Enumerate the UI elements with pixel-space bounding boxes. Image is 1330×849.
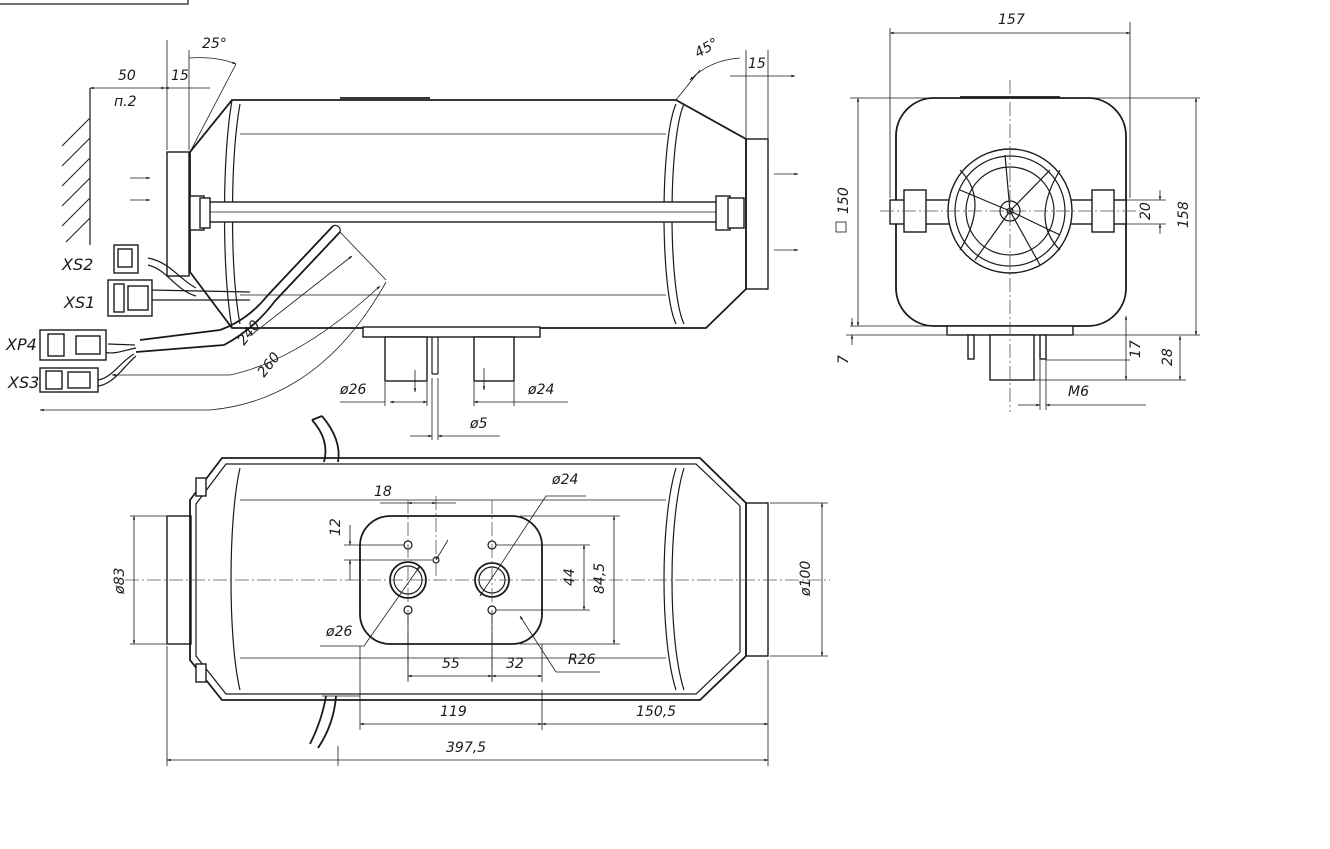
title-block-fragment: [0, 0, 189, 5]
bottom-body: [189, 457, 747, 701]
fan-grille: [947, 148, 1073, 274]
dim-base-7: 7: [836, 355, 852, 364]
dim-32: 32: [506, 656, 524, 672]
side-view: 50 п.2 15 25° 45° 15 240 260 ø26 ø24 ø5 …: [5, 35, 799, 440]
dim-12: 12: [328, 518, 344, 536]
connector-xp4: [39, 329, 107, 361]
left-flange: [166, 151, 190, 277]
dim-d5: ø5: [469, 416, 488, 432]
dim-150-5: 150,5: [636, 704, 676, 720]
dim-d100: ø100: [798, 561, 814, 597]
dim-d24-bottom: ø24: [551, 472, 578, 488]
label-xs3: XS3: [7, 373, 39, 392]
dim-thread-m6: M6: [1068, 384, 1089, 400]
mounting-plate: [362, 326, 541, 338]
exhaust-pipe: [384, 336, 428, 382]
dim-55: 55: [442, 656, 460, 672]
dim-d26: ø26: [339, 382, 366, 398]
dim-angle-right: 45°: [692, 35, 722, 61]
connector-xs1: [107, 279, 153, 317]
dim-pipe-240: 240: [235, 317, 264, 348]
end-view: 157 150 158 20 7 17 28 M6: [835, 12, 1200, 412]
dim-18: 18: [374, 484, 392, 500]
dim-width-157: 157: [998, 12, 1025, 28]
dim-pipe-260: 260: [255, 349, 284, 380]
dim-397-5: 397,5: [446, 740, 486, 756]
dim-note: п.2: [114, 94, 137, 110]
square-symbol: [835, 221, 847, 233]
label-xs2: XS2: [61, 255, 93, 274]
dim-angle-left: 25°: [202, 36, 227, 52]
dim-clamp-20: 20: [1138, 202, 1154, 220]
dim-height-158: 158: [1176, 201, 1192, 228]
connector-xs2: [113, 244, 139, 274]
tie-rod: [189, 195, 745, 231]
label-xs1: XS1: [63, 293, 95, 312]
right-flange: [745, 138, 769, 290]
bottom-plate: [359, 515, 543, 645]
dim-44: 44: [562, 568, 578, 586]
dim-flange-left: 15: [171, 68, 189, 84]
heater-body: [189, 99, 747, 329]
label-xp4: XP4: [5, 335, 37, 354]
intake-pipe: [473, 336, 515, 382]
wall-hatching: [61, 88, 91, 245]
dim-d26-bottom: ø26: [325, 624, 352, 640]
dim-r26: R26: [568, 652, 596, 668]
connector-xs3: [39, 367, 99, 393]
dim-flange-right: 15: [748, 56, 766, 72]
dim-wall-offset: 50: [118, 68, 136, 84]
dim-119: 119: [440, 704, 467, 720]
dim-square-150: 150: [836, 187, 852, 214]
dim-d24: ø24: [527, 382, 554, 398]
dim-d83: ø83: [112, 568, 128, 595]
bottom-view: ø83 ø100 18 12 ø24 ø26 44 84,5 55 32 R26…: [112, 415, 830, 766]
dim-stud-17: 17: [1128, 340, 1144, 358]
dim-84-5: 84,5: [592, 563, 608, 594]
dim-stud-28: 28: [1160, 348, 1176, 366]
bottom-right-flange: [745, 502, 769, 657]
